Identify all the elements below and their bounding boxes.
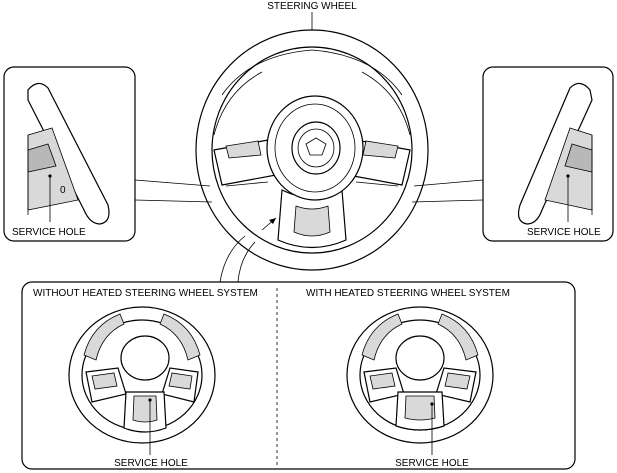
with-heated-label: WITH HEATED STEERING WHEEL SYSTEM xyxy=(306,288,510,299)
service-hole-label-left: SERVICE HOLE xyxy=(12,227,86,238)
wheel-with-heating xyxy=(346,306,494,455)
detail-mark: 0 xyxy=(60,185,66,196)
service-hole-label-right: SERVICE HOLE xyxy=(527,227,601,238)
connector-right xyxy=(413,179,484,187)
wheel-without-heating xyxy=(68,306,216,455)
main-steering-wheel xyxy=(195,29,429,271)
connector-right-2 xyxy=(411,199,484,203)
connector-bottom-2 xyxy=(237,241,256,283)
connector-left xyxy=(134,179,211,187)
connector-left-2 xyxy=(134,199,213,203)
service-hole-label-bottom-left: SERVICE HOLE xyxy=(114,458,188,469)
without-heated-label: WITHOUT HEATED STEERING WHEEL SYSTEM xyxy=(33,288,258,299)
steering-wheel-label: STEERING WHEEL xyxy=(267,1,357,12)
right-detail-inset xyxy=(482,66,614,242)
connector-bottom xyxy=(219,235,246,283)
service-hole-label-bottom-right: SERVICE HOLE xyxy=(395,458,469,469)
left-detail-inset: 0 xyxy=(3,66,136,242)
